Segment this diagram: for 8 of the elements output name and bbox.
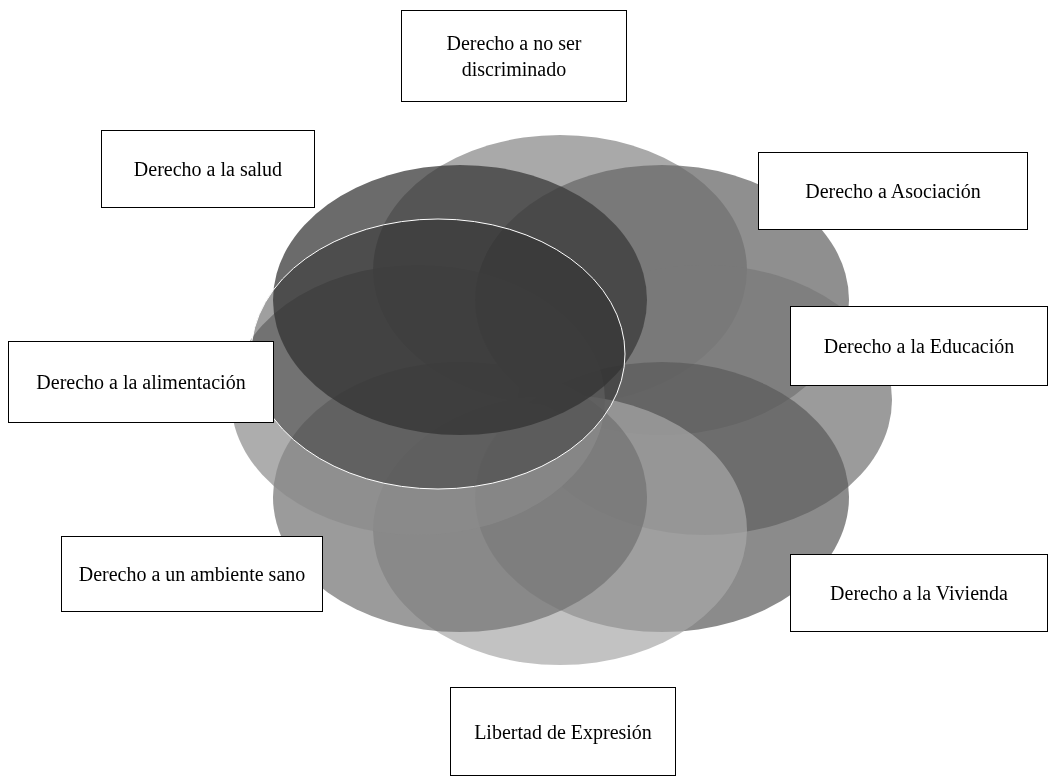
label-box: Derecho a un ambiente sano: [61, 536, 323, 612]
label-box: Derecho a la alimentación: [8, 341, 274, 423]
label-box: Derecho a Asociación: [758, 152, 1028, 230]
label-box: Derecho a la Educación: [790, 306, 1048, 386]
label-box: Derecho a la salud: [101, 130, 315, 208]
label-box: Derecho a no ser discriminado: [401, 10, 627, 102]
label-box: Derecho a la Vivienda: [790, 554, 1048, 632]
label-box: Libertad de Expresión: [450, 687, 676, 776]
